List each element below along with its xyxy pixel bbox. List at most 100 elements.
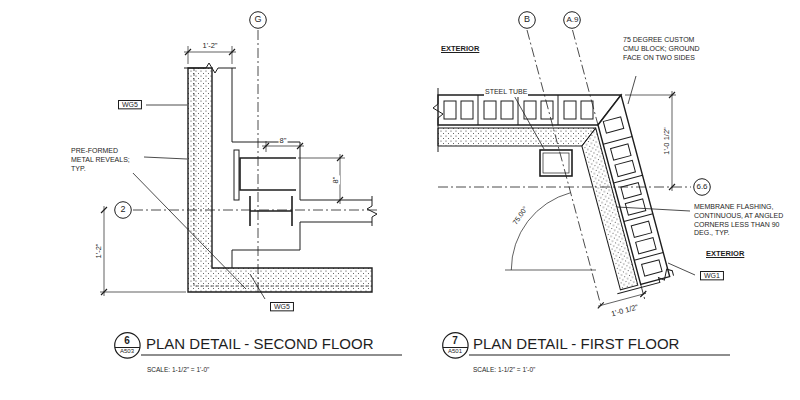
cmu-void [642,260,662,276]
detail-title: PLAN DETAIL - FIRST FLOOR [472,335,680,354]
break-line [367,196,377,226]
callout-note-holder: PRE-FORMED METAL REVEALS; TYP. [70,147,142,173]
first-floor-detail [433,30,730,355]
dimension-line [672,91,673,191]
tag-outline [271,303,294,311]
tag-text: B [524,15,530,24]
steel-channel [240,158,296,190]
dimension-text: 1'-2" [94,243,103,260]
dimension-text: 8" [331,176,340,185]
callout-note-holder: STEEL TUBE [484,80,528,98]
detail-title: PLAN DETAIL - SECOND FLOOR [145,335,375,354]
side-label-holder: EXTERIOR [705,242,745,260]
steel-plate [234,150,239,200]
grid-line [438,187,691,188]
leader-line [512,92,544,149]
extension-line [232,46,233,64]
side-label: EXTERIOR [440,44,480,53]
grid-bubble: B [518,11,536,29]
cmu-void [501,101,513,119]
steel-tube [540,150,572,176]
membrane-insulation [438,128,596,146]
dimension-text-holder: 8" [324,176,342,185]
cmu-wall [438,95,621,125]
circle-outline [114,332,139,357]
membrane-insulation [578,128,637,290]
break-line [184,63,236,73]
detail-title-holder: PLAN DETAIL - SECOND FLOOR [145,335,375,354]
circle-outline [564,12,581,29]
leader-line [144,157,187,159]
scale-note-holder: SCALE: 1-1/2" = 1'-0" [146,358,210,376]
detail-reference: A501 [448,348,462,354]
cmu-void [564,101,576,119]
dimension-text-holder: 1'-2" [202,34,219,52]
circle-outline [115,202,132,219]
detail-marker: 6A503 [114,332,141,359]
leader-line [617,207,690,211]
metal-reveal-line [194,68,372,286]
dimension-text-holder: 1'-2" [87,243,105,260]
dimension-text: 1'-2" [202,41,219,50]
cmu-void [621,183,641,199]
grid-bubble: 6.6 [693,178,711,196]
leader-line [130,170,246,289]
dimension-text-holder: 1'-0 1/2" [655,126,673,155]
extension-line [298,158,345,159]
angle-text-holder: 75.00° [504,200,532,229]
wall-type-tag: WG5 [270,302,294,311]
tag-text: WG1 [704,272,720,279]
title-underline [141,354,402,355]
steel-tube [543,153,569,173]
callout-note-holder: 75 DEGREE CUSTOM CMU BLOCK; GROUND FACE … [622,36,708,62]
break-line [614,268,674,294]
side-label-holder: EXTERIOR [440,37,480,55]
wall-type-tag: WG1 [700,271,724,280]
grid-line [527,30,602,308]
leader-line [250,274,265,299]
marker-divider [442,347,467,348]
title-underline [469,354,730,355]
angle-arc [511,193,570,270]
second-floor-detail [100,30,402,355]
break-line [433,88,443,152]
leader-line [628,76,636,104]
dimension-text-holder: 1'-0 1/2" [608,296,641,321]
leader-line [668,263,695,275]
tag-outline [119,101,142,109]
callout-note-holder: MEMBRANE FLASHING, CONTINUOUS, AT ANGLED… [693,203,787,238]
circle-outline [442,332,467,357]
cmu-void [603,117,623,133]
grid-bubble: 2 [114,201,132,219]
wall-type-tag: WG5 [118,100,142,109]
wall-insulation-band [188,68,372,292]
cmu-void [631,221,651,237]
interior-wall-face [232,68,372,200]
cmu-void [581,101,593,119]
tag-outline [701,272,724,280]
cmu-void [484,101,496,119]
cmu-void [625,199,645,215]
tag-text: WG5 [274,303,290,310]
grid-bubble: A.9 [563,11,581,29]
tag-text: A.9 [566,16,578,24]
extension-line [188,46,189,64]
marker-divider [114,347,139,348]
angled-wall [568,94,678,305]
callout-note: PRE-FORMED METAL REVEALS; TYP. [70,147,142,173]
dimension-line [184,52,236,53]
dimension-text: 8" [279,136,288,145]
dimension-line [598,293,646,306]
leader-line [146,105,187,106]
grid-line [573,30,599,125]
dimension-text-holder: 8" [279,129,288,147]
scale-note: SCALE: 1-1/2" = 1'-0" [472,366,536,374]
scale-note: SCALE: 1-1/2" = 1'-0" [146,366,210,374]
circle-outline [694,179,711,196]
dimension-text: 1'-0 1/2" [662,126,671,155]
tag-text: 2 [120,205,125,214]
scale-note-holder: SCALE: 1-1/2" = 1'-0" [472,358,536,376]
tag-text: G [254,15,261,24]
grid-bubble: G [249,11,267,29]
steel-beam [250,196,292,226]
